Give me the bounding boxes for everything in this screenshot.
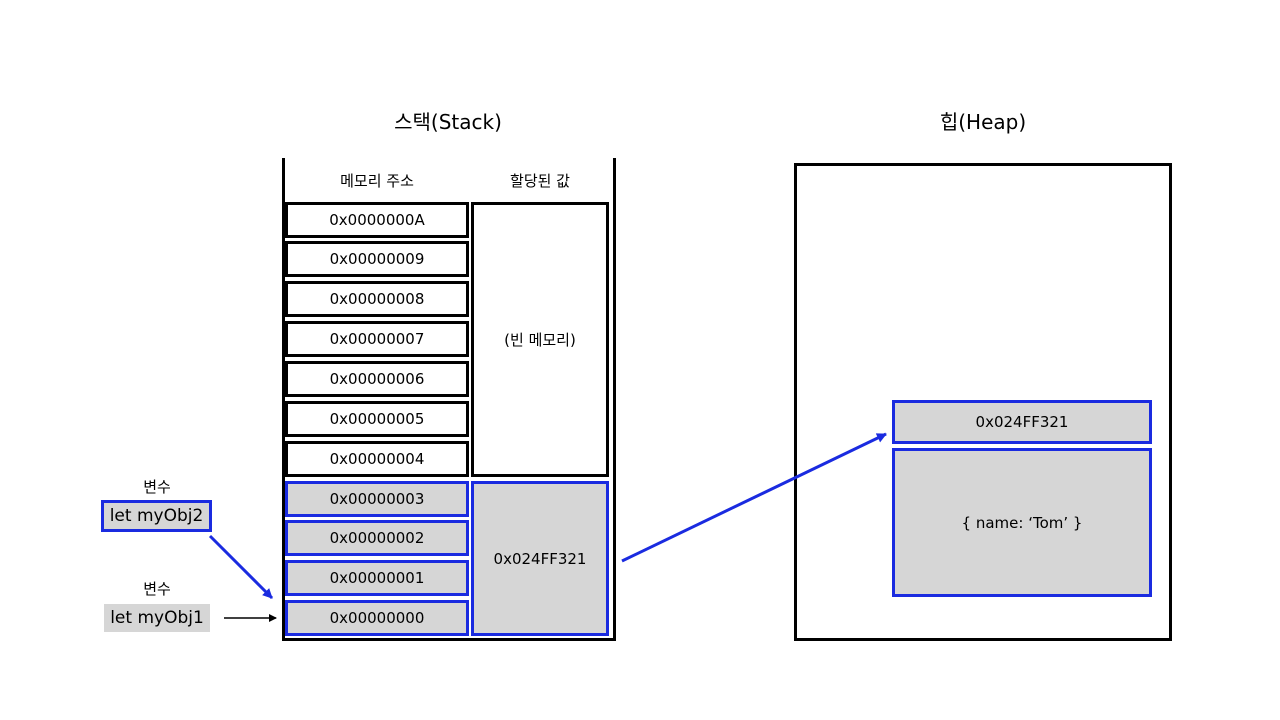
address-cell: 0x00000008 [285,281,469,317]
stack-to-heap-arrow [621,432,887,563]
heap-address-box: 0x024FF321 [892,400,1152,444]
heap-title: 힙(Heap) [939,110,1027,134]
variable-myobj2: let myObj2 [101,500,212,532]
heap-frame [794,163,1172,641]
allocated-value-cell: 0x024FF321 [471,481,609,636]
allocated-address-cell: 0x00000003 [285,481,469,517]
value-column-header: 할당된 값 [510,172,570,190]
myobj2-reference-arrow [208,534,274,600]
address-cell: 0x00000005 [285,401,469,437]
stack-frame [282,158,616,641]
address-cell: 0x00000009 [285,241,469,277]
empty-memory-cell: (빈 메모리) [471,202,609,477]
address-cell: 0x00000004 [285,441,469,477]
variable-myobj1: let myObj1 [104,604,210,632]
allocated-address-cell: 0x00000000 [285,600,469,636]
allocated-address-cell: 0x00000001 [285,560,469,596]
address-cell: 0x0000000A [285,202,469,238]
variable-label: 변수 [143,580,171,598]
address-column-header: 메모리 주소 [340,172,414,190]
stack-title: 스택(Stack) [394,110,502,134]
allocated-address-cell: 0x00000002 [285,520,469,556]
address-cell: 0x00000007 [285,321,469,357]
address-cell: 0x00000006 [285,361,469,397]
variable-label: 변수 [143,478,171,496]
heap-object-box: { name: ‘Tom’ } [892,448,1152,597]
